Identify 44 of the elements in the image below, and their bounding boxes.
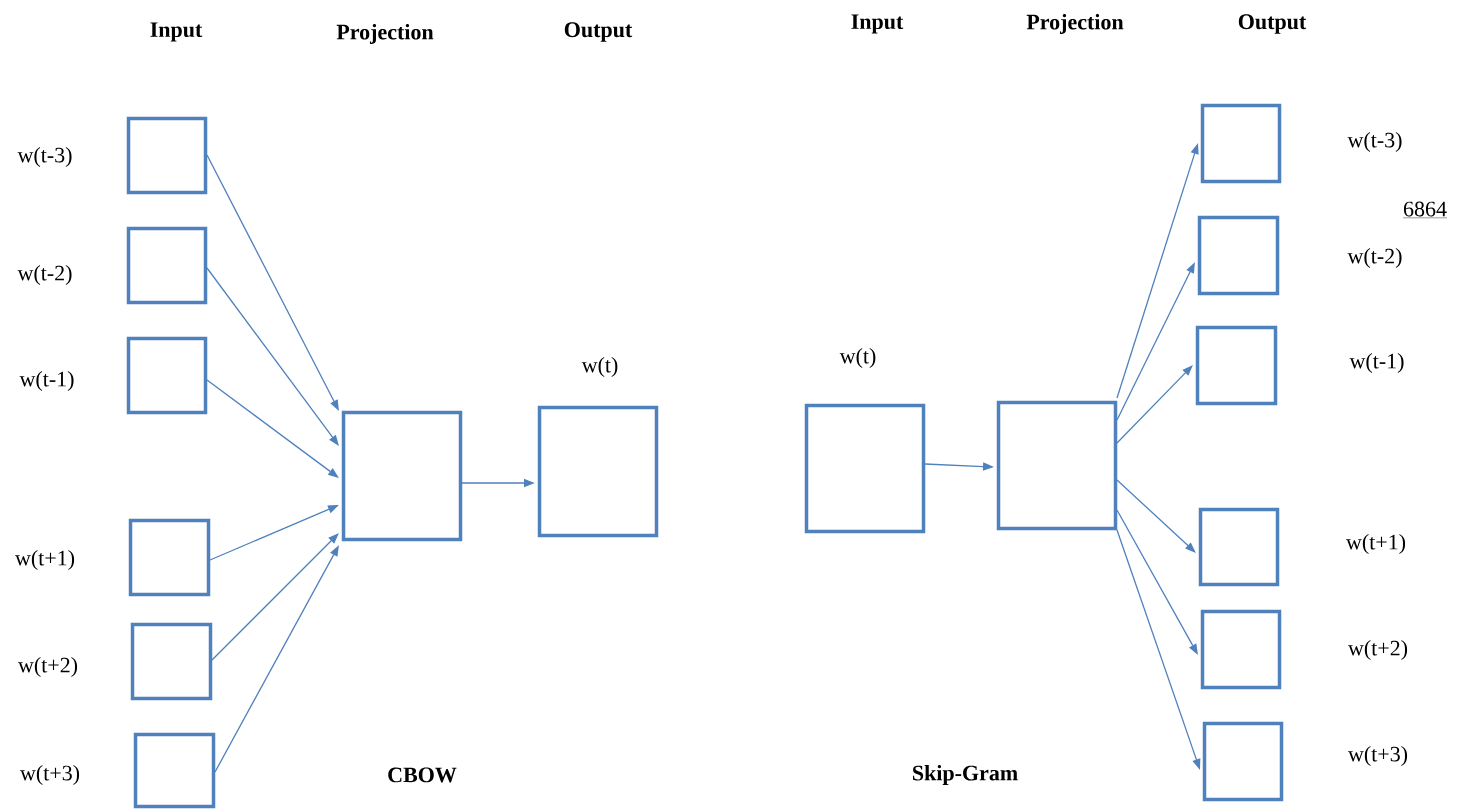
word-label: w(t+2) — [18, 657, 78, 677]
word-label: w(t) — [581, 357, 618, 377]
box — [1197, 215, 1280, 296]
box — [133, 732, 216, 809]
word-label: w(t-3) — [17, 147, 72, 167]
arrow — [1116, 479, 1196, 553]
heading: Skip-Gram — [913, 765, 1018, 785]
word-label: w(t-2) — [17, 265, 72, 285]
box — [1202, 721, 1284, 802]
box — [126, 226, 208, 305]
box — [1200, 103, 1282, 184]
arrow — [211, 533, 339, 661]
word-label: w(t) — [839, 348, 876, 368]
box — [130, 622, 213, 701]
heading: Output — [564, 22, 633, 42]
word-label: w(t-1) — [19, 371, 74, 391]
box — [996, 400, 1118, 531]
arrow — [206, 267, 339, 446]
word-label: w(t+3) — [20, 765, 80, 785]
word-label: w(t-1) — [1349, 353, 1404, 373]
box — [126, 116, 208, 195]
word-label: w(t+1) — [1346, 534, 1406, 554]
heading: Projection — [336, 24, 434, 44]
box — [126, 336, 208, 415]
box — [1195, 325, 1278, 406]
heading: Input — [150, 22, 203, 42]
word-label: w(t-3) — [1347, 132, 1402, 152]
page-number: 6864 — [1402, 201, 1448, 218]
heading: Projection — [1026, 14, 1124, 34]
word-label: w(t+1) — [15, 550, 75, 570]
word-label: w(t-2) — [1347, 248, 1402, 268]
box — [804, 403, 926, 534]
box — [1198, 507, 1280, 587]
box — [1200, 609, 1282, 690]
heading: CBOW — [388, 767, 457, 783]
heading: Input — [851, 14, 904, 34]
word-label: w(t+2) — [1348, 640, 1408, 660]
box — [537, 405, 659, 538]
arrow — [206, 379, 339, 478]
arrow — [1116, 365, 1193, 444]
heading: Output — [1238, 14, 1307, 34]
box — [341, 410, 463, 542]
word-label: w(t+3) — [1348, 746, 1408, 766]
box — [128, 518, 211, 597]
